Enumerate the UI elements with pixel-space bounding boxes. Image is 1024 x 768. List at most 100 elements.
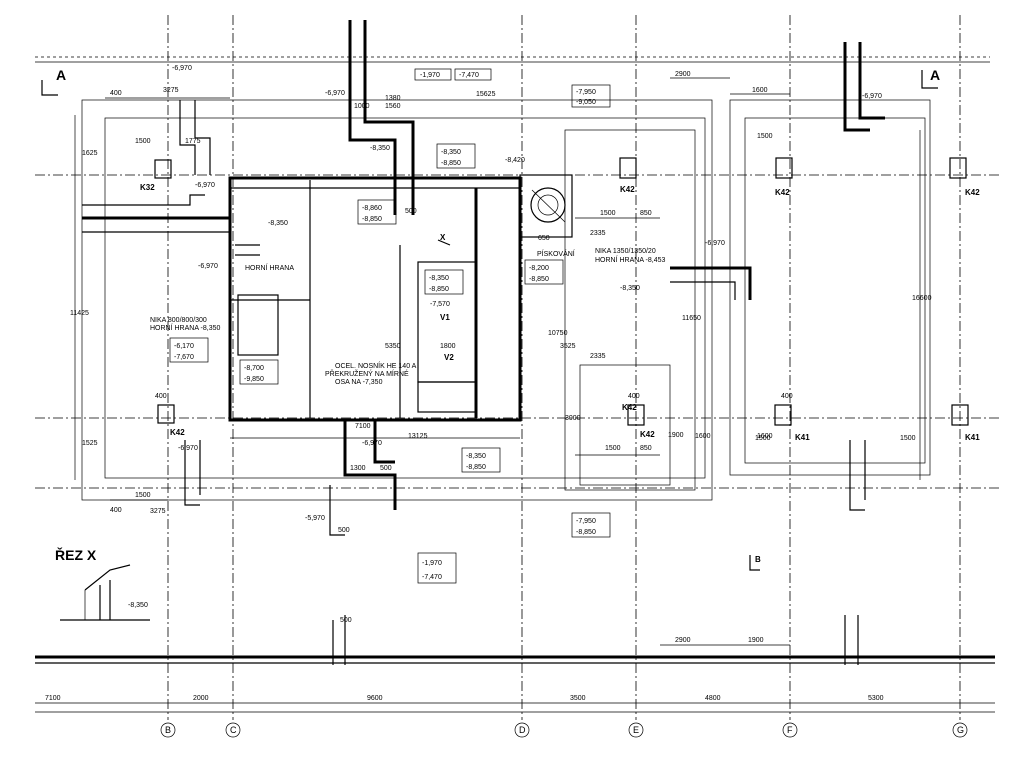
svg-text:-8,860: -8,860 <box>362 205 382 212</box>
dim-1625: 1625 <box>82 150 98 157</box>
bottom-dim-6: 5300 <box>868 695 884 702</box>
section-mark-x: X <box>440 233 446 242</box>
dim-3000: 3000 <box>565 415 581 422</box>
level-box-4: -8,860 -8,850 <box>357 199 397 225</box>
level-4: -8,420 <box>505 157 525 164</box>
svg-text:-1,970: -1,970 <box>422 560 442 567</box>
svg-text:-8,200: -8,200 <box>529 265 549 272</box>
axis-label-f: F <box>787 725 793 735</box>
dim-400-d: 400 <box>110 507 122 514</box>
dim-10750: 10750 <box>548 330 568 337</box>
svg-text:-8,850: -8,850 <box>466 464 486 471</box>
column-label-4: K42 <box>965 188 980 197</box>
svg-text:-8,850: -8,850 <box>362 216 382 223</box>
dim-500-a: 500 <box>405 208 417 215</box>
dim-1500-d: 1500 <box>755 435 771 442</box>
level-box-1: -1,970 -7,470 <box>414 68 492 81</box>
section-mark-a-left: A <box>56 67 66 83</box>
column-label-2: K42 <box>620 185 635 194</box>
note-steel-beam: OCEL. NOSNÍK HE 140 A <box>335 361 417 370</box>
dim-650: 650 <box>538 235 550 242</box>
dim-5350: 5350 <box>385 343 401 350</box>
svg-text:-8,850: -8,850 <box>576 529 596 536</box>
svg-text:-1,970: -1,970 <box>420 72 440 79</box>
circular-chamber <box>519 174 573 238</box>
label-v2: V2 <box>444 353 454 362</box>
dim-1500-b: 1500 <box>605 445 621 452</box>
top-dim-7: 1500 <box>135 138 151 145</box>
svg-text:-7,950: -7,950 <box>576 89 596 96</box>
level-3: -6,970 <box>862 93 882 100</box>
column-label-9: K42 <box>622 403 637 412</box>
note-niche-1: NIKA 1350/1350/20 <box>595 248 656 255</box>
top-dim-1: 2900 <box>675 71 691 78</box>
axis-label-d: D <box>519 725 526 735</box>
svg-text:-9,050: -9,050 <box>576 99 596 106</box>
dim-850-b: 850 <box>640 445 652 452</box>
section-x-title: ŘEZ X <box>55 546 97 563</box>
ducts <box>82 20 885 665</box>
dim-400-b: 400 <box>628 393 640 400</box>
level-box-11: -1,970 -7,470 <box>417 552 457 584</box>
vertical-grid-axes <box>167 15 961 720</box>
column-label-7: K41 <box>795 433 810 442</box>
column-label-3: K42 <box>775 188 790 197</box>
dim-3525: 3525 <box>560 343 576 350</box>
dim-2335-b: 2335 <box>590 353 606 360</box>
svg-text:-8,850: -8,850 <box>529 276 549 283</box>
level-1: -6,970 <box>172 65 192 72</box>
note-sandblast: PÍSKOVÁNÍ <box>537 249 575 258</box>
bottom-dim-2: 2000 <box>193 695 209 702</box>
top-dim-4: 15625 <box>476 91 496 98</box>
top-dim-6: 400 <box>110 90 122 97</box>
note-beam-2: PŘEKRUŽENÝ NA MÍRNÉ <box>325 369 409 378</box>
bottom-dim-5: 4800 <box>705 695 721 702</box>
level-2: -6,970 <box>325 90 345 97</box>
svg-text:-7,470: -7,470 <box>459 72 479 79</box>
label-v1: V1 <box>440 313 450 322</box>
dim-1600-b: 1600 <box>757 433 773 440</box>
column-label-5: K42 <box>170 428 185 437</box>
section-mark-a-right: A <box>930 67 940 83</box>
svg-text:-9,850: -9,850 <box>244 376 264 383</box>
level-10: -6,970 <box>178 445 198 452</box>
level-box-6: -8,200 -8,850 <box>524 259 564 285</box>
dim-400-c: 400 <box>781 393 793 400</box>
bottom-dim-1: 7100 <box>45 695 61 702</box>
dim-1500-a: 1500 <box>600 210 616 217</box>
level-box-3: -8,350 -8,850 <box>436 143 476 169</box>
level-9: -7,570 <box>430 301 450 308</box>
top-dim-9: 1000 <box>354 103 370 110</box>
ground-line <box>35 655 995 713</box>
section-mark-b: B <box>755 555 761 564</box>
dim-1800: 1800 <box>440 343 456 350</box>
column-label-6: K42 <box>640 430 655 439</box>
level-box-9: -8,350 -8,850 <box>461 447 501 473</box>
level-6: -6,970 <box>195 182 215 189</box>
top-boundary <box>35 56 990 63</box>
dim-400-a: 400 <box>155 393 167 400</box>
level-box-5: -8,350 -8,850 <box>424 269 464 295</box>
dim-1525: 1525 <box>82 440 98 447</box>
bottom-dim-3: 9600 <box>367 695 383 702</box>
column-pads <box>154 157 969 426</box>
dim-1900-a: 1900 <box>748 637 764 644</box>
level-box-2: -7,950 -9,050 <box>571 84 611 108</box>
dim-2900-b: 2900 <box>675 637 691 644</box>
dim-500-d: 500 <box>340 617 352 624</box>
svg-text:-7,950: -7,950 <box>576 518 596 525</box>
level-13: -8,350 <box>620 285 640 292</box>
dim-2335-a: 2335 <box>590 230 606 237</box>
axis-label-g: G <box>957 725 964 735</box>
dim-13125: 13125 <box>408 433 428 440</box>
dim-500-b: 500 <box>380 465 392 472</box>
level-box-8: -8,700 -9,850 <box>239 359 279 385</box>
top-dim-2: 1600 <box>752 87 768 94</box>
dimension-lines <box>74 77 921 646</box>
svg-text:-8,850: -8,850 <box>441 160 461 167</box>
level-11: -8,350 <box>268 220 288 227</box>
section-x-detail <box>60 564 150 621</box>
dim-3275-b: 3275 <box>163 87 179 94</box>
axis-bubbles <box>160 722 968 738</box>
